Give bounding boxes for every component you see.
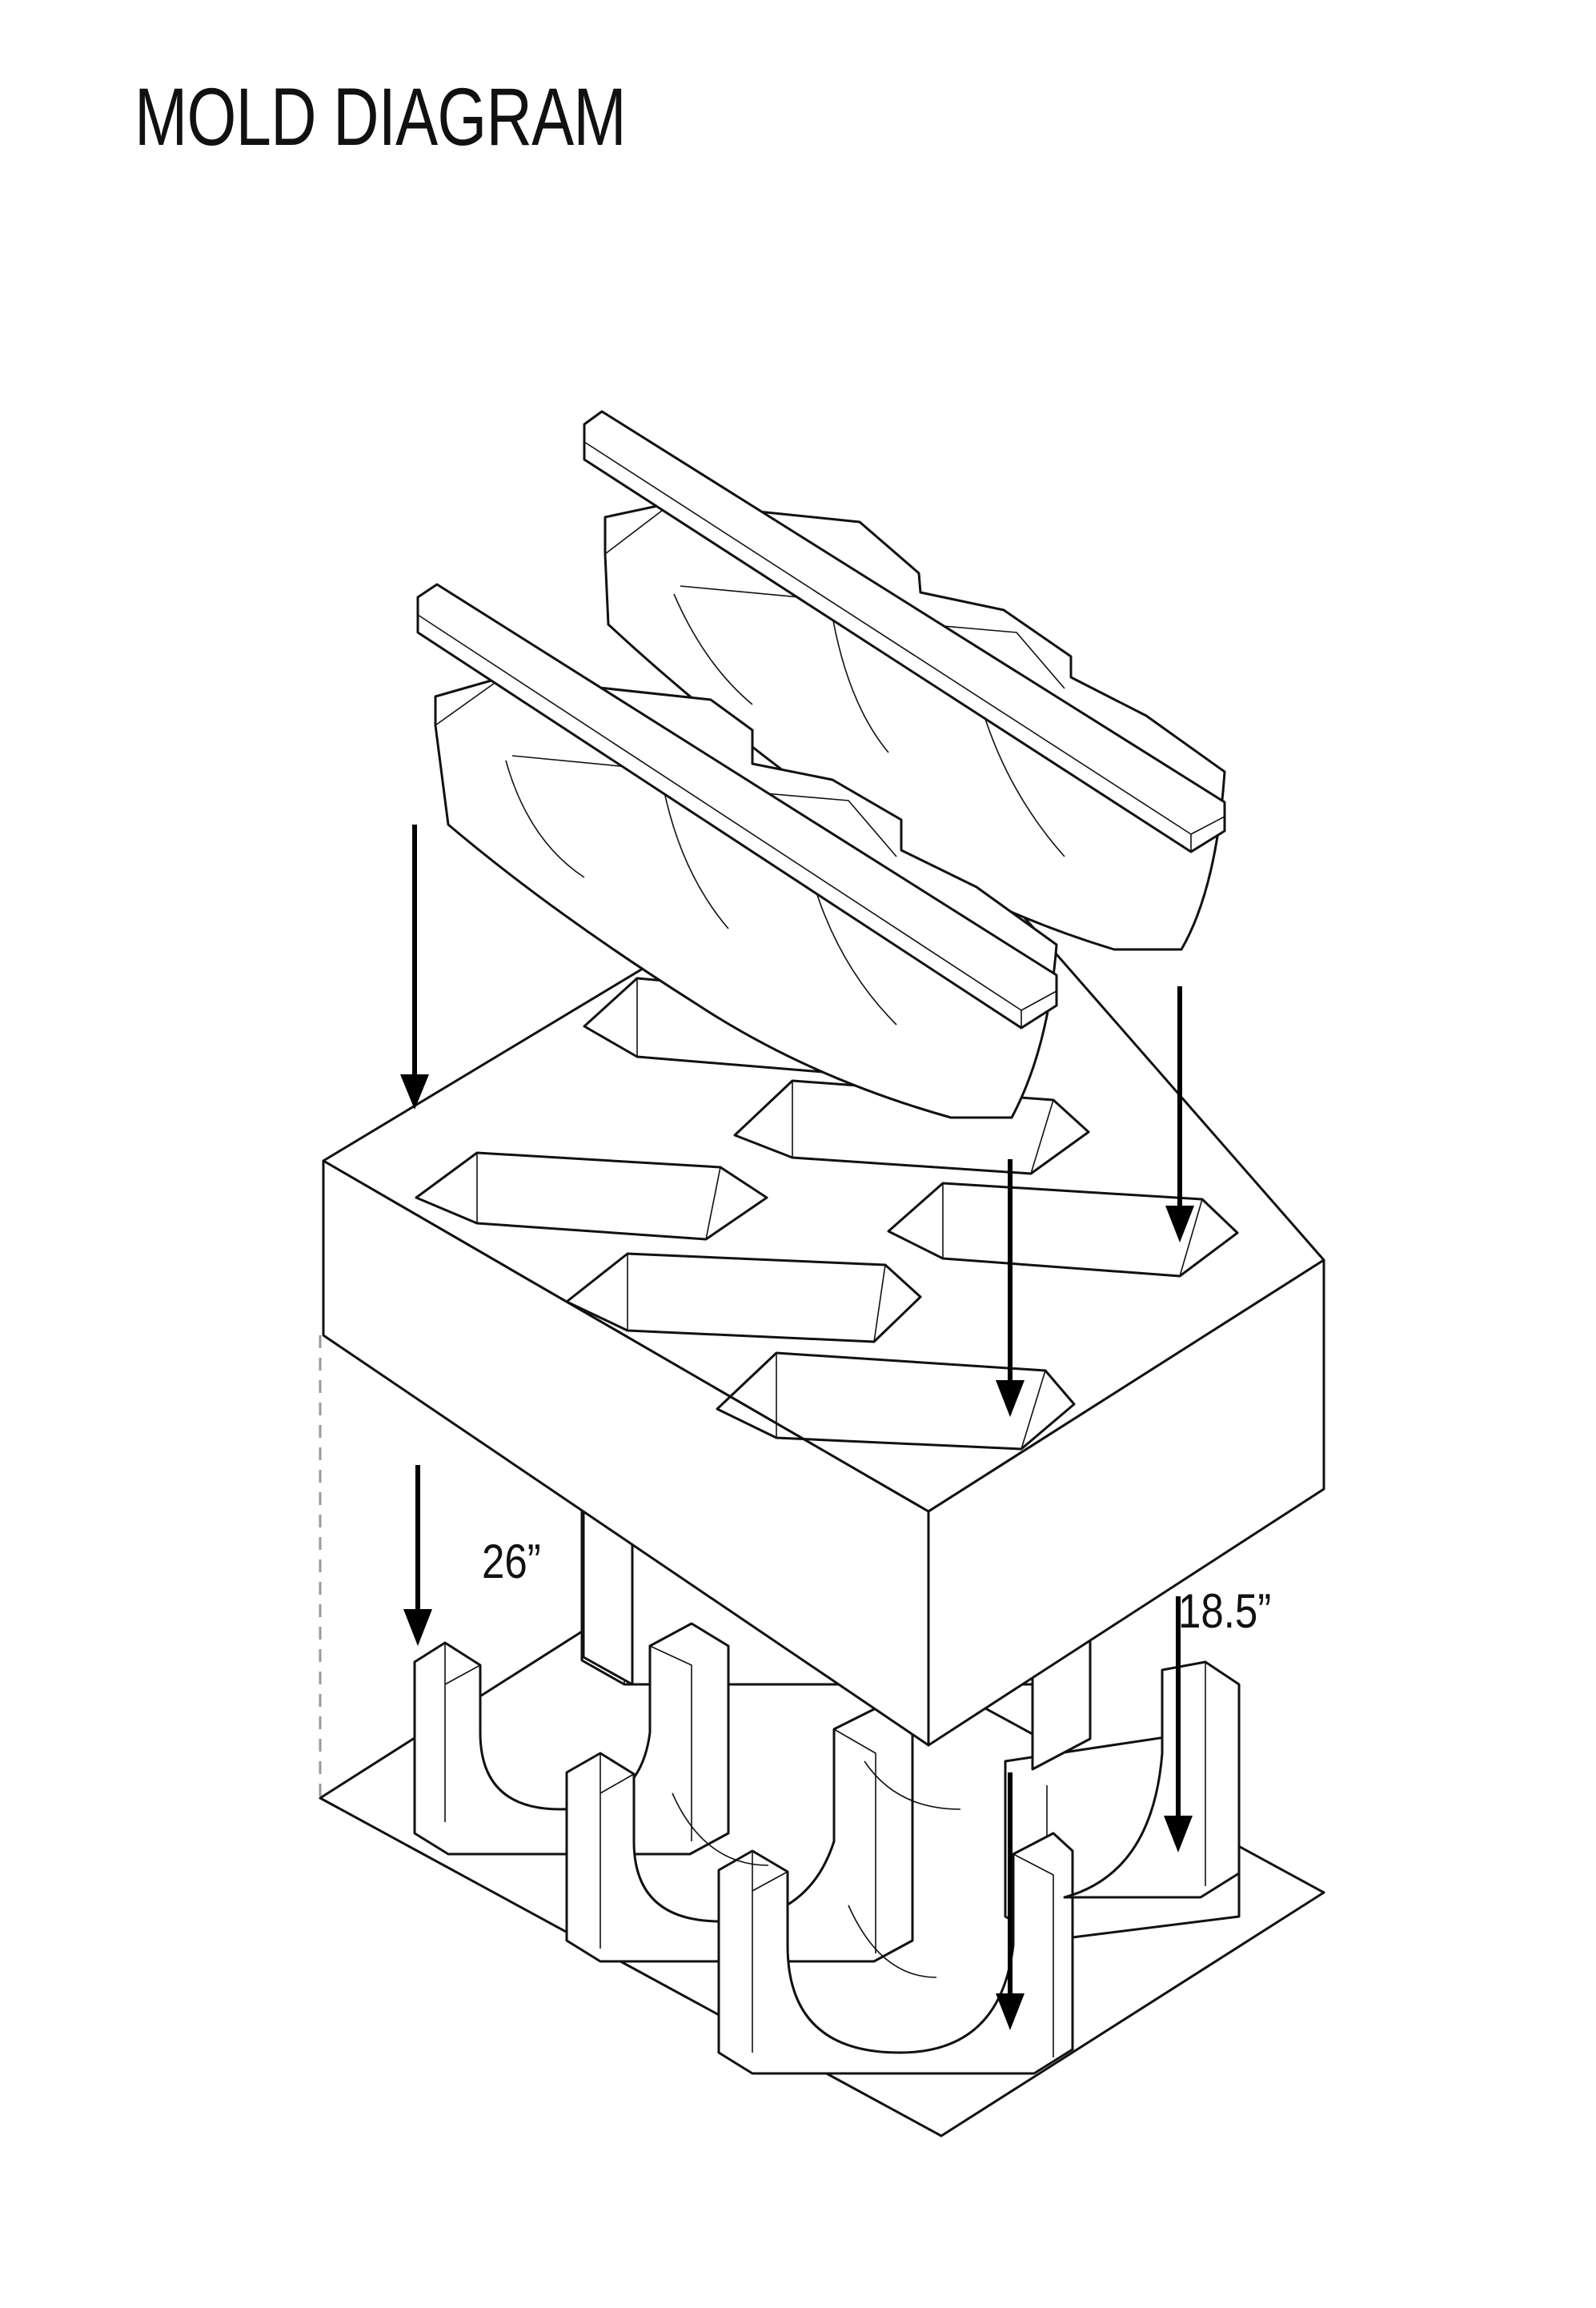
dimension-length-label: 26” [482, 1535, 541, 1588]
top-rail-front [416, 583, 1058, 1119]
arrowhead-icon [1165, 1206, 1194, 1242]
placement-arrows [400, 825, 1194, 2030]
arrowhead-icon [996, 1993, 1025, 2030]
mold-block [322, 799, 1325, 1747]
page-title: MOLD DIAGRAM [134, 71, 627, 163]
arrowhead-icon [1164, 1816, 1193, 1852]
arrowhead-icon [400, 1074, 429, 1110]
bottom-cradle-front-row [413, 1622, 1241, 2075]
arrowhead-icon [403, 1609, 432, 1646]
arrowhead-icon [996, 1380, 1025, 1417]
top-rail-back [583, 410, 1226, 951]
dimension-width-label: 18.5” [1178, 1584, 1272, 1638]
